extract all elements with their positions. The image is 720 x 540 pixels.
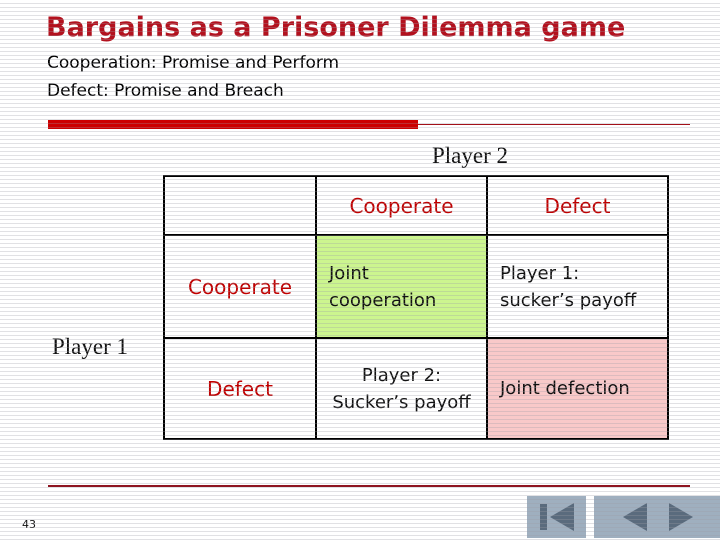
matrix-cell-defect-defect: Joint defection — [486, 337, 669, 440]
matrix-header-row: Cooperate Defect — [163, 175, 669, 236]
matrix-col-header-cooperate: Cooperate — [315, 175, 488, 236]
matrix-cell-defect-cooperate-text: Player 2: Sucker’s payoff — [332, 364, 471, 413]
matrix-cell-cooperate-cooperate: Joint cooperation — [315, 234, 488, 339]
slide-navigation — [527, 496, 720, 538]
triangle-left-icon — [549, 503, 574, 531]
bar-icon — [539, 504, 547, 530]
row-axis-label: Player 1 — [51, 334, 128, 359]
matrix-cell-cooperate-defect-text: Player 1: sucker’s payoff — [500, 262, 637, 311]
matrix-cell-defect-cooperate: Player 2: Sucker’s payoff — [315, 337, 488, 440]
next-slide-icon[interactable] — [668, 503, 693, 531]
first-slide-button[interactable] — [527, 496, 586, 538]
matrix-row-header-cooperate: Cooperate — [163, 234, 317, 339]
header-rule-thin — [418, 124, 690, 125]
matrix-row-header-cooperate-label: Cooperate — [187, 274, 293, 299]
page-number: 43 — [22, 518, 36, 531]
matrix-row-cooperate: Cooperate Joint cooperation Player 1: su… — [163, 234, 669, 339]
matrix-row-header-defect: Defect — [163, 337, 317, 440]
matrix-row-header-defect-label: Defect — [207, 376, 273, 401]
previous-slide-icon[interactable] — [622, 503, 647, 531]
header-rule-thick — [48, 120, 418, 129]
subtitle-line-defect: Defect: Promise and Breach — [47, 81, 284, 101]
matrix-row-defect: Defect Player 2: Sucker’s payoff Joint d… — [163, 337, 669, 440]
matrix-corner-cell — [163, 175, 317, 236]
matrix-cell-defect-defect-text: Joint defection — [500, 378, 630, 399]
column-axis-label: Player 2 — [431, 143, 508, 168]
payoff-matrix: Cooperate Defect Cooperate Joint coopera… — [163, 175, 669, 440]
subtitle-line-cooperation: Cooperation: Promise and Perform — [47, 53, 340, 73]
matrix-col-header-defect-label: Defect — [544, 193, 611, 218]
matrix-cell-cooperate-defect: Player 1: sucker’s payoff — [486, 234, 669, 339]
prev-next-button-group[interactable] — [594, 496, 720, 538]
footer-rule — [48, 485, 690, 487]
matrix-col-header-defect: Defect — [486, 175, 669, 236]
page-title: Bargains as a Prisoner Dilemma game — [46, 12, 626, 43]
matrix-cell-cooperate-cooperate-text: Joint cooperation — [329, 262, 437, 311]
matrix-col-header-cooperate-label: Cooperate — [349, 193, 454, 218]
